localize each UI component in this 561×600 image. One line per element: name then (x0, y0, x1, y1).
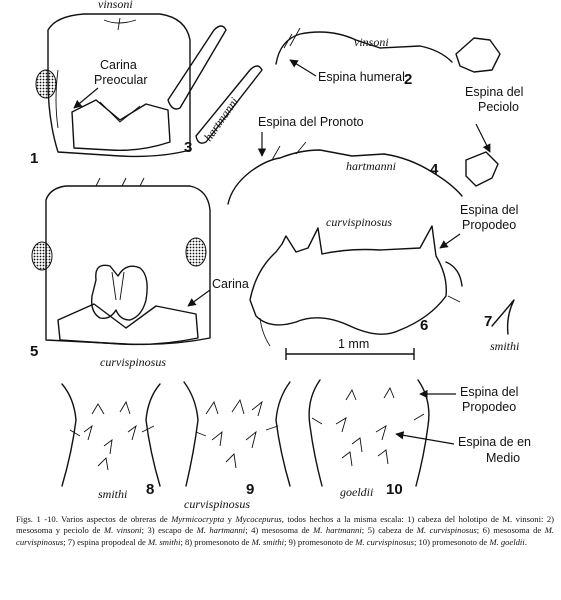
fig-number-7: 7 (484, 313, 492, 330)
caption-species-5: M. curvispinosus (16, 525, 554, 547)
caption-text-12: . (524, 536, 527, 547)
caption-text-6: ; 5) cabeza de (361, 525, 417, 536)
fig-number-4: 4 (430, 161, 439, 178)
fig-number-6: 6 (420, 317, 428, 334)
fig10-espina-propodeo-label-2: Propodeo (462, 400, 516, 414)
caption-text-2: y (224, 514, 236, 524)
fig10-espina-medio-arrow (395, 431, 455, 445)
caption-text-10: ; 9) promesonoto de (284, 536, 356, 547)
caption-text-7: ; 6) mesosoma de (476, 525, 545, 536)
fig6-espina-propodeo-label-2: Propodeo (462, 218, 516, 232)
fig7-species-label: smithi (490, 339, 519, 353)
fig5-species-label: curvispinosus (100, 355, 166, 369)
fig5-head-drawing (31, 177, 211, 346)
fig-number-5: 5 (30, 343, 38, 360)
fig10-espina-propodeo-label-1: Espina del (460, 385, 518, 399)
caption-text-9: ; 8) promesonoto de (180, 536, 252, 547)
fig5-carina-label: Carina (212, 277, 249, 291)
caption-text-4: ; 3) escapo de (141, 525, 197, 536)
caption-species-6: M. smithi (147, 536, 181, 547)
caption-text-11: ; 10) promesonoto de (413, 536, 490, 547)
caption-text-8: ; 7) espina propodeal de (63, 536, 148, 547)
caption-species-9: M. goeldii (489, 536, 525, 547)
caption-species-1: M. vinsoni (103, 525, 142, 536)
fig-number-8: 8 (146, 481, 154, 498)
caption-text-1: Figs. 1 -10. Varios aspectos de obreras … (16, 514, 172, 524)
fig2-espina-peciolo-arrow (475, 123, 491, 153)
figure-caption: Figs. 1 -10. Varios aspectos de obreras … (16, 514, 554, 548)
fig9-species-label: curvispinosus (184, 497, 250, 511)
fig2-mesosoma-drawing (275, 27, 501, 73)
fig2-espina-humeral-arrow (289, 59, 317, 77)
scale-bar-label: 1 mm (338, 337, 369, 351)
fig-number-2: 2 (404, 71, 412, 88)
fig-number-1: 1 (30, 150, 38, 167)
fig2-espina-peciolo-label-2: Peciolo (478, 100, 519, 114)
fig4-species-label: hartmanni (346, 159, 396, 173)
fig2-espina-humeral-label: Espina humeral (318, 70, 405, 84)
fig1-head-drawing (35, 13, 191, 158)
fig7-spine-drawing (491, 299, 515, 335)
caption-species-4: M. curvispinosus (416, 525, 477, 536)
fig5-carina-arrow (187, 289, 211, 307)
caption-text-3: , todos hechos a la misma escala: 1) cab… (16, 514, 554, 536)
fig1-carina-arrow (73, 87, 99, 109)
fig10-espina-medio-label-1: Espina de en (458, 435, 531, 449)
caption-species-2: M. hartmanni (196, 525, 246, 536)
caption-species-3: M. hartmanni (313, 525, 362, 536)
fig10-espina-medio-label-2: Medio (486, 451, 520, 465)
caption-genus-1: Myrmicocrypta (171, 514, 225, 524)
fig3-scape-drawing (167, 25, 263, 144)
caption-genus-2: Mycocepurus (235, 514, 282, 524)
fig6-species-label: curvispinosus (326, 215, 392, 229)
fig2-species-label: vinsoni (354, 35, 389, 49)
fig1-carina-label-2: Preocular (94, 73, 148, 87)
fig4-mesosoma-drawing (227, 141, 499, 205)
fig8-species-label: smithi (98, 487, 127, 501)
fig10-promesonotum-drawing (308, 379, 430, 487)
fig9-promesonotum-drawing (183, 381, 291, 487)
fig10-species-label: goeldii (340, 485, 373, 499)
caption-text-5: ; 4) mesosoma de (245, 525, 314, 536)
fig-number-3: 3 (184, 139, 192, 156)
caption-species-7: M. smithi (251, 536, 285, 547)
fig-number-9: 9 (246, 481, 254, 498)
fig2-espina-peciolo-label-1: Espina del (465, 85, 523, 99)
fig-number-10: 10 (386, 481, 403, 498)
caption-species-8: M. curvispinosus (355, 536, 414, 547)
scale-bar (285, 348, 415, 360)
fig6-mesosoma-drawing (249, 225, 463, 347)
fig6-espina-propodeo-arrow (439, 233, 461, 249)
fig3-species-label: hartmanni (201, 95, 241, 144)
fig4-espina-pronoto-label: Espina del Pronoto (258, 115, 364, 129)
fig6-espina-propodeo-label-1: Espina del (460, 203, 518, 217)
fig1-carina-label-1: Carina (100, 58, 137, 72)
fig1-species-label: vinsoni (98, 0, 133, 11)
fig8-promesonotum-drawing (61, 383, 161, 487)
